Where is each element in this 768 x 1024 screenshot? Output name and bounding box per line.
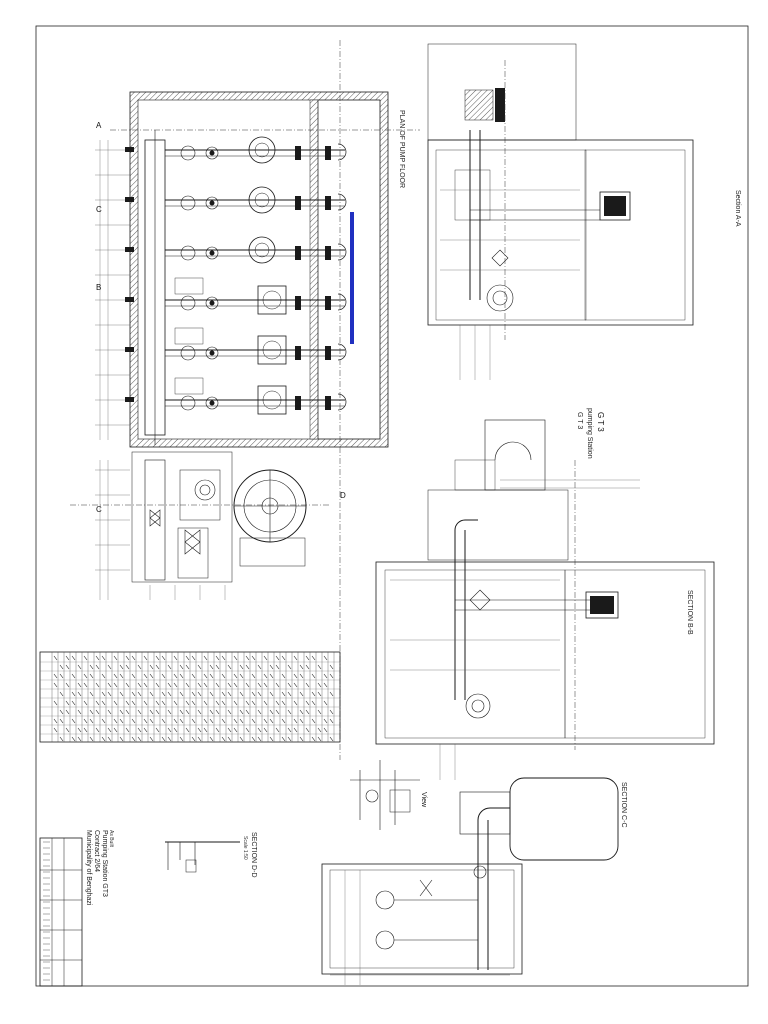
section-mark-a: A (96, 121, 102, 130)
section-aa: Section A-A (427, 43, 741, 380)
pump-unit (125, 377, 347, 415)
section-dd: SECTION D-D Scale 1:50 (165, 832, 257, 878)
pump-unit (125, 186, 347, 214)
section-mark-c-bottom: C (96, 505, 102, 514)
station-code: G T 3 (576, 412, 583, 429)
motor-aa (604, 196, 626, 216)
section-dd-scale: Scale 1:50 (242, 836, 248, 860)
title-line-3: Pumping Station GT3 (101, 830, 108, 897)
section-cc-title: SECTION C-C (620, 782, 627, 828)
station-subtitle: pumping Station (586, 408, 593, 459)
pump-floor-plan: A C B C D PLAN OF PUMP FLOOR (70, 40, 420, 760)
pump-unit (125, 236, 347, 264)
title-line-4: As Built (108, 830, 114, 848)
pump-unit (125, 136, 347, 164)
section-dd-title: SECTION D-D (250, 832, 257, 878)
plan-title: PLAN OF PUMP FLOOR (398, 110, 405, 188)
title-line-1: Municipality of Benghazi (85, 830, 92, 906)
title-line-2: Contract 2/64 (93, 830, 100, 872)
section-aa-title: Section A-A (734, 190, 741, 227)
highlighted-pipe (350, 212, 354, 344)
equipment-schedule-table (39, 651, 341, 743)
pump-unit (125, 277, 347, 315)
title-block: Municipality of Benghazi Contract 2/64 P… (39, 830, 114, 987)
section-mark-d: D (340, 491, 346, 500)
section-mark-c-top: C (96, 205, 102, 214)
section-bb-title: SECTION B-B (686, 590, 693, 635)
motor-bb (590, 596, 614, 614)
section-bb: SECTION B-B G T 3 pumping Station G T 3 (375, 408, 715, 780)
view-label: View (420, 792, 427, 808)
station-title: G T 3 (596, 412, 605, 432)
section-mark-b: B (96, 283, 101, 292)
pump-unit (125, 327, 347, 365)
section-cc: SECTION C-C View (321, 760, 627, 985)
